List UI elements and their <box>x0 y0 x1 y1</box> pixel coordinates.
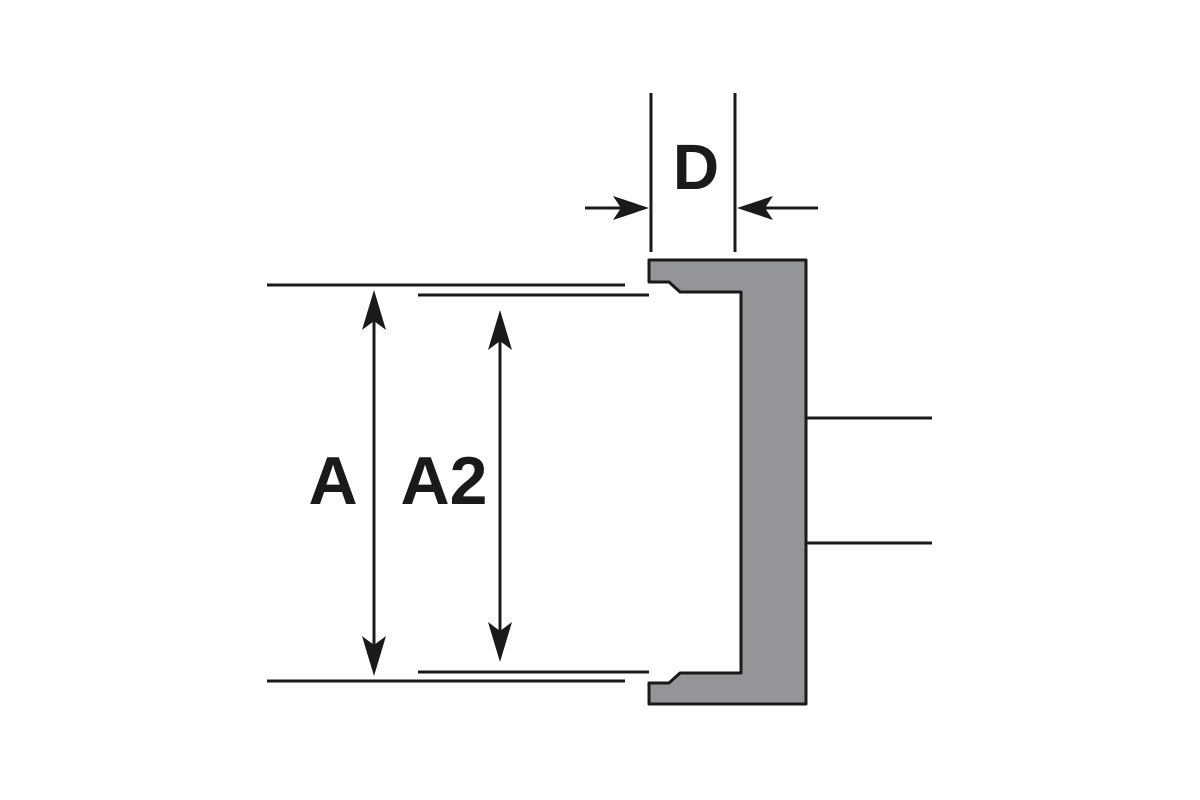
a-arrow-top-head <box>362 290 386 330</box>
a2-arrow-top-head <box>488 310 512 350</box>
a2-arrow-bottom-head <box>488 622 512 662</box>
d-label: D <box>673 131 719 203</box>
a-label: A <box>308 443 357 519</box>
channel-cross-section <box>647 258 808 706</box>
d-arrow-left-head <box>613 196 649 220</box>
a2-label: A2 <box>401 443 488 519</box>
d-arrow-right-head <box>737 196 773 220</box>
a-arrow-bottom-head <box>362 636 386 676</box>
